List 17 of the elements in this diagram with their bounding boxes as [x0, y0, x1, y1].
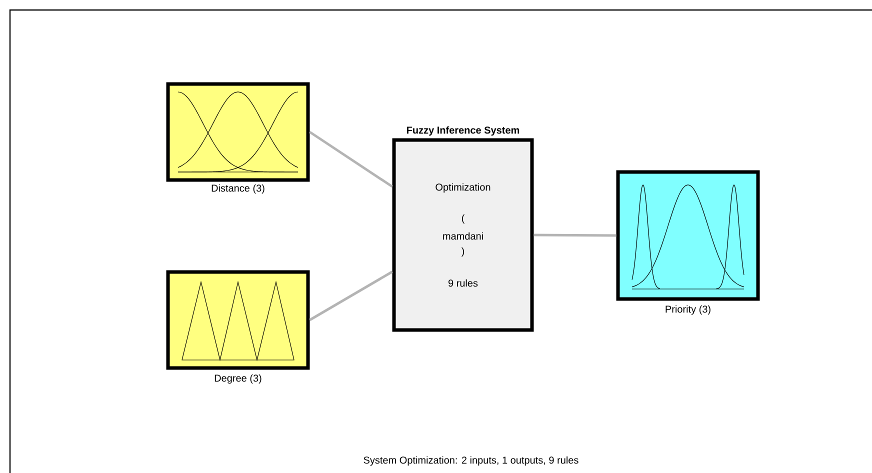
- box-label: Distance (3): [212, 184, 264, 194]
- box-text: (: [462, 214, 465, 224]
- system-box: [392, 126, 534, 332]
- box-label: Priority (3): [666, 305, 710, 315]
- caption: System Optimization: 2 inputs, 1 outputs, 9 rules: [364, 456, 578, 466]
- input-box: [166, 82, 310, 194]
- box-title: Fuzzy Inference System: [407, 126, 520, 136]
- input-box: [166, 270, 310, 384]
- box-label: Degree (3): [214, 374, 262, 384]
- box-text: mamdani: [443, 232, 483, 240]
- connector-line: [534, 234, 616, 237]
- box-text: ): [461, 247, 464, 257]
- output-box: [616, 170, 760, 315]
- connector-line: [309, 270, 393, 322]
- box-text: 9 rules: [448, 279, 478, 287]
- box-text: Optimization: [436, 183, 490, 193]
- connector-line: [309, 130, 393, 188]
